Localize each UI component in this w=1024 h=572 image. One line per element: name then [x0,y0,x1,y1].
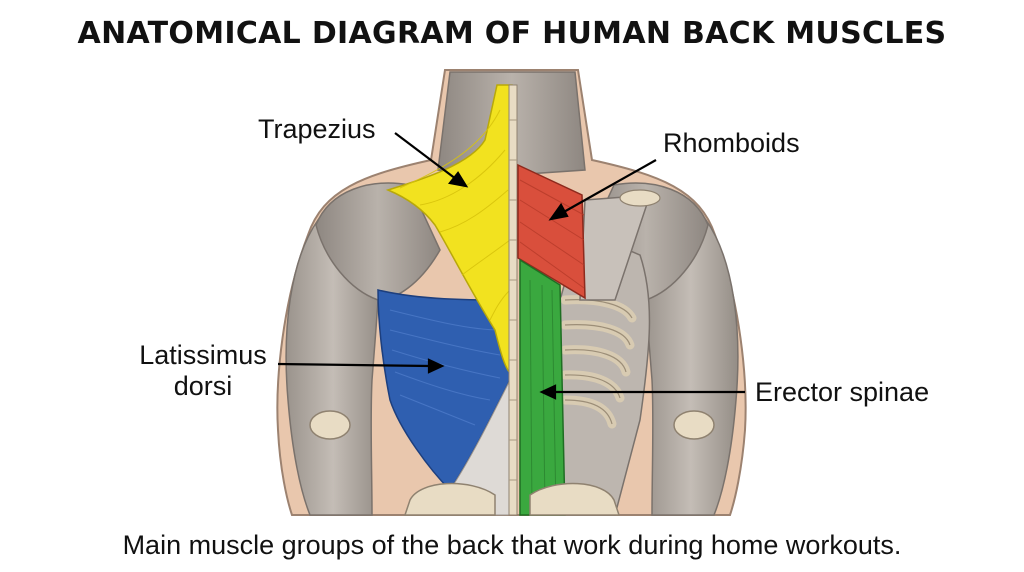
latissimus-pointer [277,362,431,368]
label-arrows [277,132,745,400]
pelvis [403,482,496,516]
right-acromion [619,189,661,207]
left-arm [285,219,381,516]
label-latissimus-line1: Latissimus [139,340,267,370]
label-latissimus-dorsi: Latissimus dorsi [118,340,288,402]
rhomboids-pointer [561,159,657,214]
label-erector-spinae: Erector spinae [755,377,930,407]
label-latissimus-line2: dorsi [173,371,233,401]
trapezius-pointer [394,132,457,180]
right-elbow [673,410,715,440]
diagram-title: ANATOMICAL DIAGRAM OF HUMAN BACK MUSCLES [77,16,947,51]
left-elbow [309,410,351,440]
diagram-caption: Main muscle groups of the back that work… [122,530,902,560]
label-rhomboids: Rhomboids [663,128,800,158]
left-deltoid [315,182,441,301]
rhomboids-muscle [517,163,586,300]
label-trapezius: Trapezius [258,114,376,144]
spine [508,84,518,516]
trapezius-muscle [385,84,513,377]
